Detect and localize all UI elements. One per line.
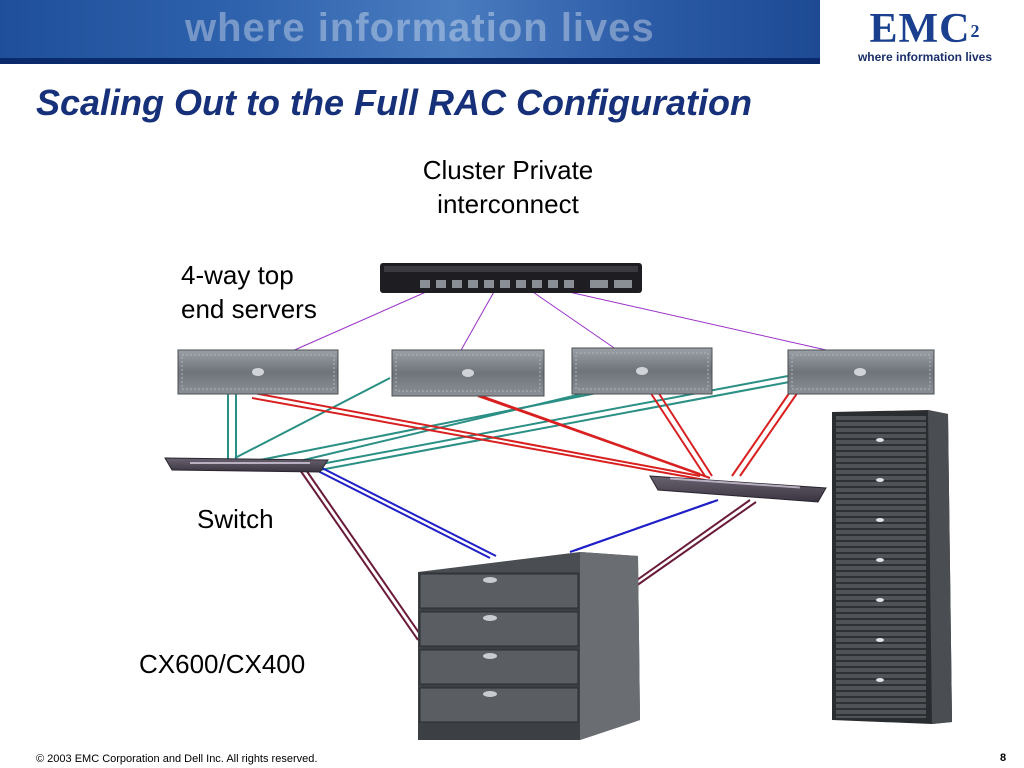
server-4 [787, 349, 935, 395]
red-link [477, 395, 711, 479]
red-link [739, 391, 799, 477]
header-rule [0, 58, 820, 64]
interconnect-link [289, 287, 436, 353]
logo-tagline: where information lives [857, 50, 993, 64]
maroon-links [299, 469, 757, 641]
right-switch [649, 475, 827, 503]
logo-mark: EMC2 [840, 6, 1010, 52]
slide-title: Scaling Out to the Full RAC Configuratio… [36, 82, 752, 123]
interconnect-link [529, 289, 621, 353]
blue-links [311, 465, 719, 559]
cx-storage-array [418, 552, 640, 740]
maroon-link [299, 469, 419, 641]
maroon-link [635, 501, 757, 587]
server-1 [177, 349, 339, 395]
red-link [247, 391, 701, 477]
storage-label: CX600/CX400 [139, 649, 306, 679]
logo-brand: EMC [869, 6, 971, 52]
emc-logo: EMC2 where information lives [840, 6, 1010, 66]
servers-label-line1: 4-way top [181, 260, 294, 290]
banner-slogan: where information lives [185, 6, 655, 50]
interconnect-label-line1: Cluster Private [422, 155, 594, 185]
server-3 [571, 347, 713, 395]
storage-rack [832, 410, 952, 724]
servers-label-line2: end servers [181, 294, 317, 324]
logo-superscript: 2 [970, 21, 981, 41]
red-links [247, 391, 799, 481]
servers-label: 4-way top end servers [181, 258, 317, 326]
blue-link [575, 499, 719, 551]
red-link [657, 391, 713, 477]
interconnect-label-line2: interconnect [437, 189, 579, 219]
teal-link [234, 377, 391, 459]
copyright-notice: © 2003 EMC Corporation and Dell Inc. All… [36, 753, 318, 765]
server-2 [391, 349, 545, 397]
interconnect-links [289, 287, 836, 353]
left-switch [164, 457, 329, 473]
page-number: 8 [1000, 752, 1007, 764]
interconnect-link [559, 289, 836, 353]
blue-link [317, 465, 497, 557]
red-link [251, 397, 706, 481]
maroon-link [629, 499, 751, 586]
maroon-link [305, 469, 425, 641]
interconnect-label: Cluster Private interconnect [395, 153, 621, 221]
red-link [731, 391, 791, 477]
switch-label: Switch [197, 504, 274, 534]
interconnect-switch [380, 263, 642, 293]
red-link [649, 391, 706, 477]
header-banner: where information lives [0, 0, 820, 58]
interconnect-link [459, 289, 496, 353]
blue-link [311, 467, 491, 559]
